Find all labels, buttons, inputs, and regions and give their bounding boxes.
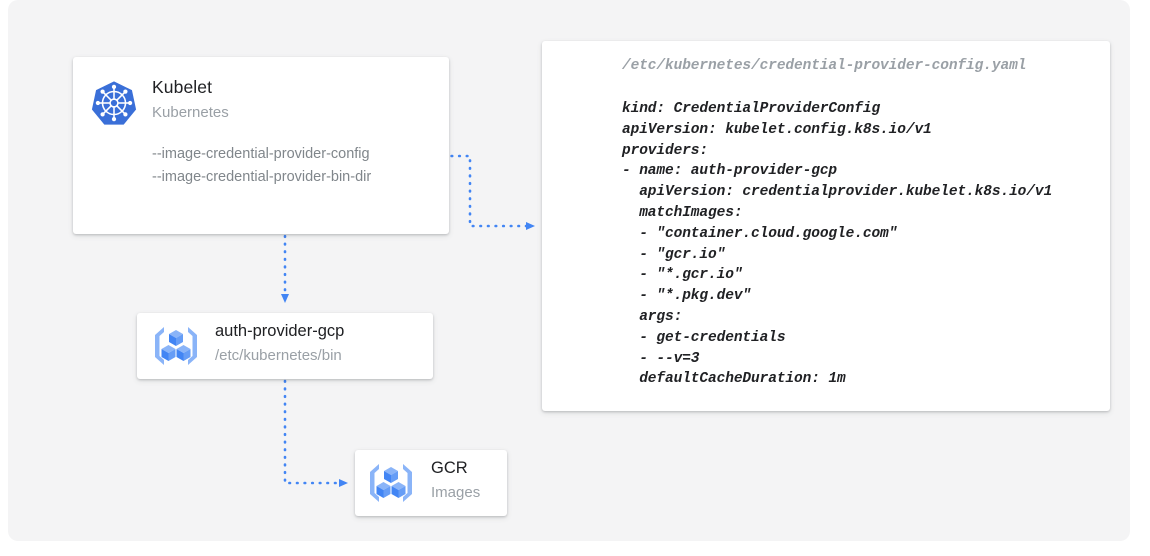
auth-provider-gcp-card[interactable]: auth-provider-gcp /etc/kubernetes/bin (137, 313, 433, 379)
auth-provider-subtitle: /etc/kubernetes/bin (215, 347, 342, 364)
kubelet-flag-bin-dir: --image-credential-provider-bin-dir (152, 169, 372, 185)
gcr-title: GCR (431, 459, 468, 477)
kubelet-card[interactable]: Kubelet Kubernetes --image-credential-pr… (73, 57, 449, 234)
yaml-file-path: /etc/kubernetes/credential-provider-conf… (622, 58, 1027, 74)
kubelet-flag-config: --image-credential-provider-config (152, 146, 370, 162)
container-registry-icon (370, 464, 412, 502)
kubelet-title: Kubelet (152, 77, 213, 97)
auth-provider-title: auth-provider-gcp (215, 322, 345, 340)
yaml-content: kind: CredentialProviderConfig apiVersio… (622, 101, 1053, 388)
container-registry-icon (155, 327, 197, 365)
kubernetes-icon (91, 81, 137, 125)
gcr-card[interactable]: GCR Images (355, 450, 507, 516)
gcr-subtitle: Images (431, 484, 481, 501)
credential-provider-config-card[interactable]: /etc/kubernetes/credential-provider-conf… (542, 41, 1110, 411)
kubelet-subtitle: Kubernetes (152, 104, 229, 121)
